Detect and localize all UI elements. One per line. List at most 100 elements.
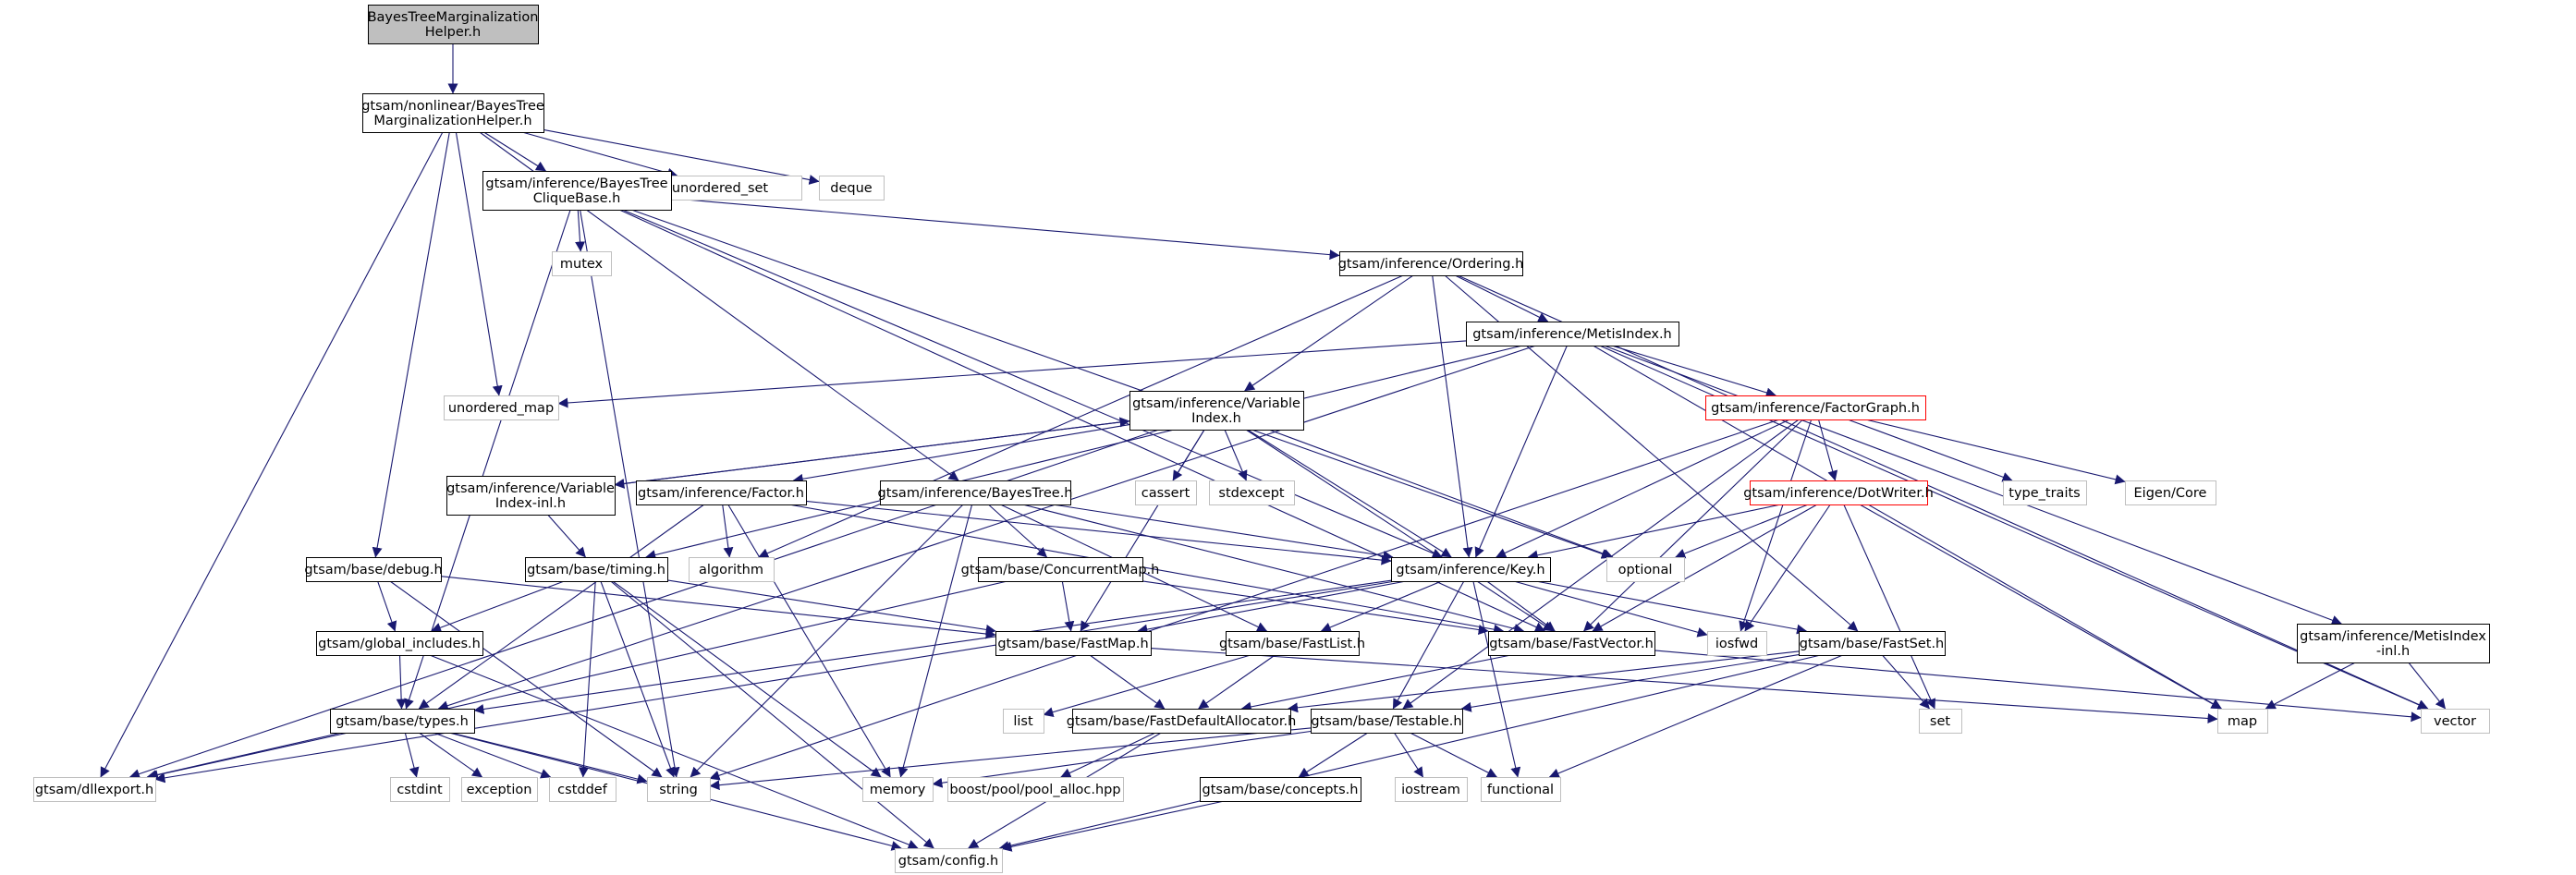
edge-fast_vector-to-fast_default_allocator [1240, 654, 1511, 712]
edge-nonlinear_helper-to-unordered_map [455, 131, 503, 396]
edge-nonlinear_helper-to-debug [372, 131, 450, 558]
node-concepts[interactable]: gtsam/base/concepts.h [1200, 777, 1361, 802]
node-bayes-tree[interactable]: gtsam/inference/BayesTree.h [877, 480, 1073, 505]
node-label: gtsam/inference/Ordering.h [1338, 257, 1524, 272]
node-box[interactable] [880, 480, 1071, 505]
node-ordering[interactable]: gtsam/inference/Ordering.h [1338, 251, 1524, 276]
node-box[interactable] [1072, 709, 1291, 734]
node-box[interactable] [482, 171, 672, 211]
node-metis-index[interactable]: gtsam/inference/MetisIndex.h [1466, 322, 1679, 346]
node-box [368, 5, 539, 44]
node-label: exception [467, 783, 532, 797]
node-box [647, 777, 711, 802]
node-timing[interactable]: gtsam/base/timing.h [525, 557, 668, 582]
node-box[interactable] [1391, 557, 1551, 582]
edge-fast_list-to-fast_default_allocator [1198, 654, 1276, 710]
node-box [1395, 777, 1468, 802]
node-box[interactable] [1488, 631, 1655, 656]
node-box[interactable] [330, 709, 475, 734]
edge-key-to-iosfwd [1513, 580, 1708, 638]
edge-factor_graph-to-dot_writer [1817, 419, 1838, 481]
node-fast-default-allocator[interactable]: gtsam/base/FastDefaultAllocator.h [1067, 709, 1297, 734]
edge-key-to-fast_set [1535, 580, 1808, 635]
edge-key-to-testable [1392, 580, 1465, 710]
node-label: -inl.h [2376, 644, 2410, 659]
node-metis-index-inl[interactable]: gtsam/inference/MetisIndex-inl.h [2297, 624, 2490, 663]
node-box[interactable] [1705, 395, 1926, 420]
edge-testable-to-functional [1410, 732, 1497, 778]
node-cassert: cassert [1135, 480, 1197, 505]
edge-timing-to-cstddef [578, 580, 596, 778]
node-box[interactable] [1200, 777, 1361, 802]
edge-nonlinear_helper-to-clique_base [483, 131, 546, 172]
node-box[interactable] [362, 93, 544, 133]
node-box[interactable] [2297, 624, 2490, 663]
edge-types-to-dllexport [147, 732, 348, 781]
node-box[interactable] [525, 557, 668, 582]
node-map: map [2217, 709, 2268, 734]
node-box [390, 777, 450, 802]
edge-metis_index-to-key [1474, 345, 1568, 558]
edge-key-to-fast_vector [1486, 580, 1556, 632]
node-box[interactable] [1129, 391, 1304, 431]
edge-variable_index-to-optional [1268, 429, 1614, 559]
node-factor-graph[interactable]: gtsam/inference/FactorGraph.h [1705, 395, 1926, 420]
node-concurrent-map[interactable]: gtsam/base/ConcurrentMap.h [961, 557, 1160, 582]
edge-ordering-to-metis_index [1454, 274, 1549, 322]
node-box[interactable] [978, 557, 1143, 582]
node-memory: memory [862, 777, 934, 802]
node-cstdint: cstdint [390, 777, 450, 802]
edge-nonlinear_helper-to-deque [543, 128, 820, 185]
node-label: gtsam/config.h [898, 854, 999, 869]
edge-fast_set-to-config [998, 654, 1821, 851]
node-fast-map[interactable]: gtsam/base/FastMap.h [995, 631, 1152, 656]
node-box[interactable] [1799, 631, 1946, 656]
node-list: list [1003, 709, 1044, 734]
node-cstddef: cstddef [549, 777, 617, 802]
node-box[interactable] [446, 476, 616, 516]
node-label: vector [2434, 714, 2476, 729]
edge-clique_base-to-optional [631, 209, 1612, 559]
node-dot-writer[interactable]: gtsam/inference/DotWriter.h [1743, 480, 1934, 505]
node-label: cassert [1141, 486, 1190, 501]
node-box[interactable] [1750, 480, 1928, 505]
node-types[interactable]: gtsam/base/types.h [330, 709, 475, 734]
edge-variable_index-to-stdexcept [1224, 429, 1248, 481]
node-debug[interactable]: gtsam/base/debug.h [304, 557, 443, 582]
node-box[interactable] [306, 557, 442, 582]
node-deque: deque [819, 176, 885, 201]
edge-factor_graph-to-key [1496, 419, 1790, 558]
node-box[interactable] [1466, 322, 1679, 346]
edge-timing-to-config [610, 580, 934, 849]
node-label: Index.h [1191, 411, 1241, 426]
edge-key-to-functional [1472, 580, 1521, 778]
node-box[interactable] [316, 631, 483, 656]
edge-timing-to-string [600, 580, 676, 778]
node-fast-set[interactable]: gtsam/base/FastSet.h [1799, 631, 1946, 656]
edge-ordering-to-algorithm [758, 274, 1404, 558]
node-box[interactable] [636, 480, 807, 505]
node-label: gtsam/inference/Variable [1132, 396, 1300, 411]
node-nonlinear-helper[interactable]: gtsam/nonlinear/BayesTreeMarginalization… [361, 93, 544, 133]
node-iosfwd: iosfwd [1707, 631, 1767, 656]
node-box[interactable] [1226, 631, 1360, 656]
node-box[interactable] [995, 631, 1152, 656]
edge-metis_index-to-unordered_map [557, 340, 1467, 408]
node-box[interactable] [1339, 251, 1523, 276]
edge-metis_index-to-factor_graph [1611, 345, 1776, 398]
node-factor[interactable]: gtsam/inference/Factor.h [636, 480, 807, 505]
node-global-includes[interactable]: gtsam/global_includes.h [316, 631, 483, 656]
edge-clique_base-to-string [580, 209, 680, 778]
node-key[interactable]: gtsam/inference/Key.h [1391, 557, 1551, 582]
node-box[interactable] [1311, 709, 1463, 734]
node-fast-list[interactable]: gtsam/base/FastList.h [1219, 631, 1365, 656]
node-testable[interactable]: gtsam/base/Testable.h [1311, 709, 1463, 734]
edge-variable_index_inl-to-timing [547, 514, 586, 558]
edge-clique_base-to-key [622, 209, 1443, 558]
node-set: set [1919, 709, 1962, 734]
node-fast-vector[interactable]: gtsam/base/FastVector.h [1488, 631, 1655, 656]
